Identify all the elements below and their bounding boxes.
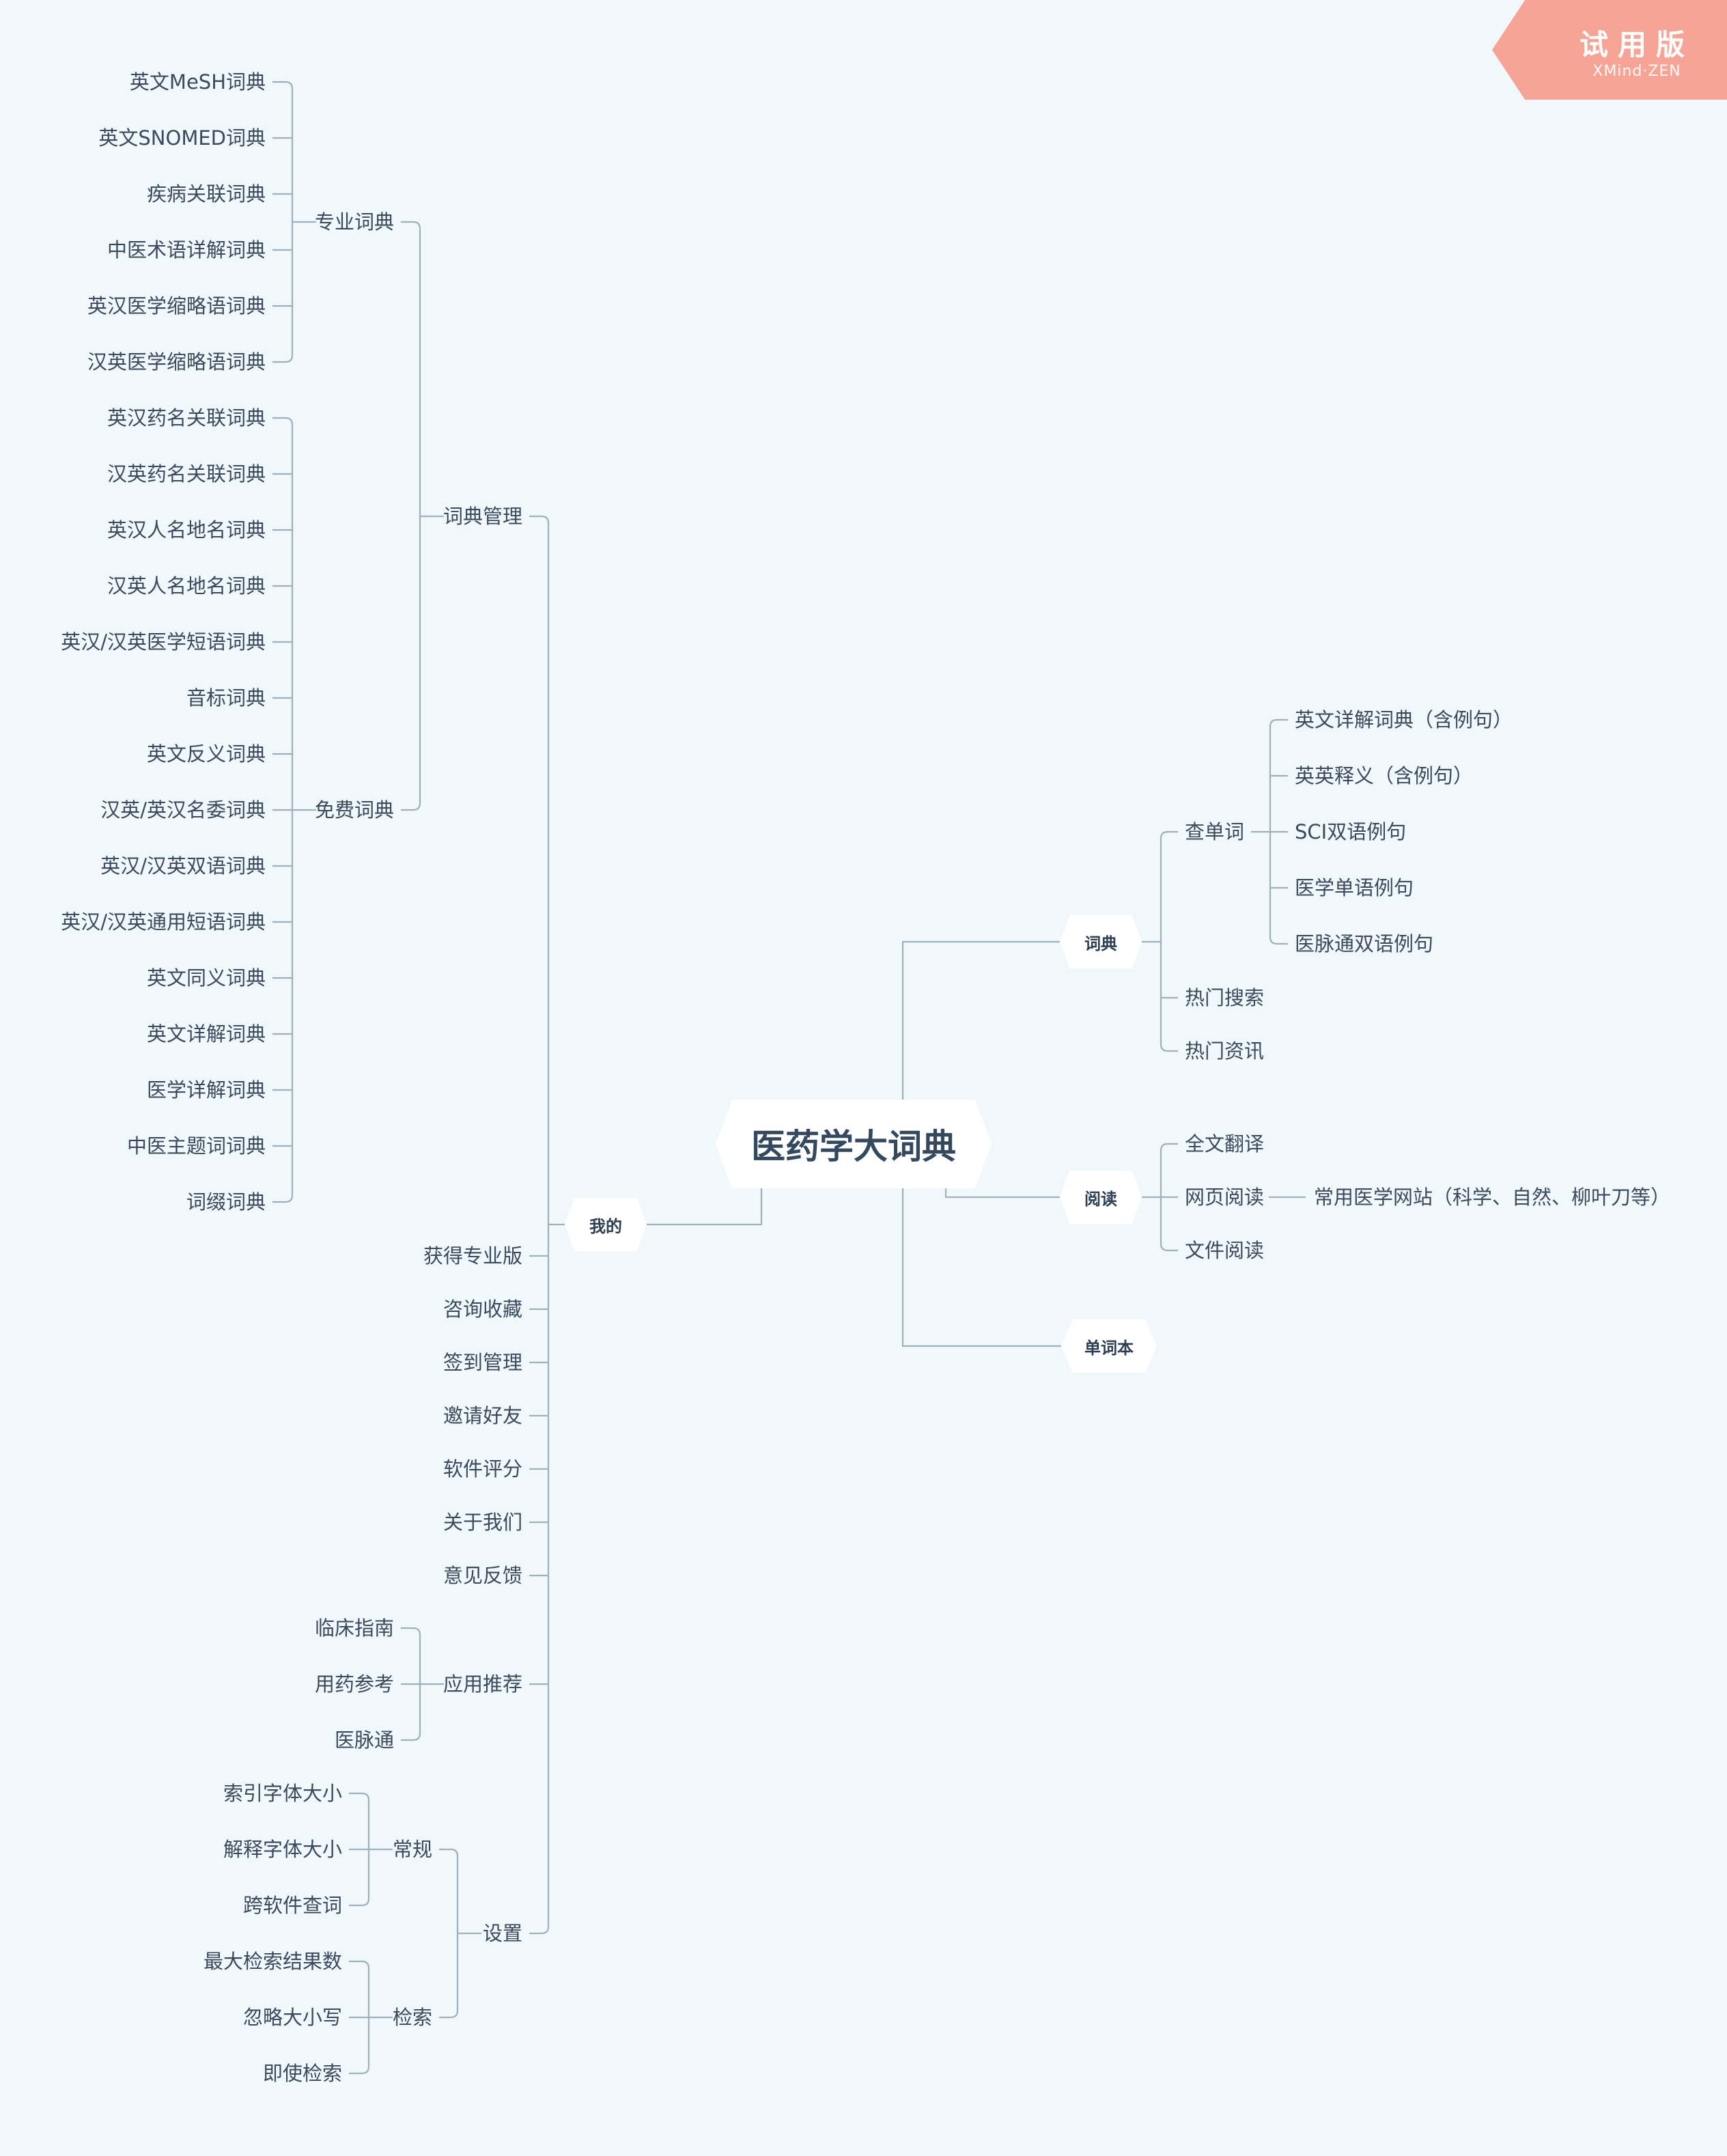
topic-feedback[interactable]: 意见反馈 — [443, 1564, 522, 1587]
topic-wordbook[interactable]: 单词本 — [1061, 1319, 1157, 1373]
free-dict-item[interactable]: 英文详解词典 — [146, 1022, 266, 1046]
watermark-subtitle: XMind·ZEN — [1592, 63, 1681, 80]
root-topic[interactable]: 医药学大词典 — [716, 1100, 992, 1188]
connector-line — [1160, 1143, 1178, 1151]
topic-lookup-item[interactable]: SCI双语例句 — [1295, 820, 1407, 843]
connector-line — [401, 221, 421, 229]
topic-mine[interactable]: 我的 — [565, 1198, 647, 1251]
topic-lookup-item[interactable]: 医脉通双语例句 — [1295, 932, 1434, 955]
connector-line — [401, 802, 421, 811]
topic-hot-search[interactable]: 热门搜索 — [1185, 986, 1265, 1009]
topic-web-read[interactable]: 网页阅读 — [1185, 1186, 1265, 1209]
free-dict-item[interactable]: 汉英人名地名词典 — [107, 574, 266, 598]
connector-line — [1160, 1044, 1178, 1052]
connector-line — [529, 515, 550, 524]
topic-apps[interactable]: 应用推荐 — [443, 1672, 522, 1696]
free-dict-item[interactable]: 中医主题词词典 — [126, 1134, 266, 1158]
free-dict-item[interactable]: 医学详解词典 — [146, 1078, 266, 1102]
topic-read[interactable]: 阅读 — [1060, 1171, 1142, 1224]
settings-item[interactable]: 解释字体大小 — [223, 1838, 342, 1861]
settings-item[interactable]: 忽略大小写 — [242, 2006, 342, 2029]
connector-line — [272, 354, 294, 363]
pro-dict-item[interactable]: 英汉医学缩略语词典 — [87, 294, 266, 318]
free-dict-item[interactable]: 英汉/汉英医学短语词典 — [61, 630, 266, 654]
connector-line — [349, 1792, 370, 1801]
topic-lookup[interactable]: 查单词 — [1185, 820, 1245, 843]
connector-line — [272, 81, 294, 89]
topic-full-translate[interactable]: 全文翻译 — [1185, 1132, 1265, 1156]
free-dict-item[interactable]: 英汉人名地名词典 — [107, 518, 266, 542]
topic-hot-news[interactable]: 热门资讯 — [1185, 1039, 1265, 1063]
topic-lookup-item[interactable]: 医学单语例句 — [1295, 876, 1414, 899]
connector-line — [901, 940, 1060, 1101]
connector-line — [1269, 718, 1288, 727]
topic-invite[interactable]: 邀请好友 — [443, 1404, 522, 1427]
topic-get-pro[interactable]: 获得专业版 — [423, 1244, 522, 1268]
settings-item[interactable]: 即使检索 — [262, 2062, 342, 2085]
pro-dict-item[interactable]: 英文SNOMED词典 — [98, 126, 266, 150]
connector-line — [1269, 936, 1288, 945]
connector-line — [647, 1185, 763, 1226]
topic-about[interactable]: 关于我们 — [443, 1511, 522, 1534]
topic-lookup-item[interactable]: 英文详解词典（含例句） — [1295, 708, 1513, 731]
free-dict-item[interactable]: 汉英/英汉名委词典 — [100, 798, 266, 822]
free-dict-item[interactable]: 英文反义词典 — [146, 742, 266, 766]
topic-settings-general[interactable]: 常规 — [392, 1838, 432, 1861]
watermark-title: 试用版 — [1579, 28, 1694, 61]
connector-line — [272, 1194, 294, 1203]
connector-line — [349, 1960, 370, 1969]
free-dict-item[interactable]: 词缀词典 — [186, 1190, 266, 1214]
pro-dict-item[interactable]: 英文MeSH词典 — [129, 70, 266, 94]
connector-line — [529, 1926, 550, 1935]
connector-line — [1160, 1243, 1178, 1252]
free-dict-item[interactable]: 英汉/汉英双语词典 — [100, 854, 266, 878]
connector-line — [944, 1185, 1060, 1199]
free-dict-item[interactable]: 音标词典 — [186, 686, 266, 710]
topic-favorites[interactable]: 咨询收藏 — [443, 1298, 522, 1321]
topic-dict[interactable]: 词典 — [1060, 915, 1142, 968]
topic-lookup-item[interactable]: 英英释义（含例句） — [1295, 764, 1474, 787]
pro-dict-item[interactable]: 汉英医学缩略语词典 — [87, 350, 266, 374]
topic-dict-manage[interactable]: 词典管理 — [443, 505, 522, 528]
settings-item[interactable]: 索引字体大小 — [223, 1782, 342, 1805]
connector-line — [272, 417, 294, 425]
connector-line — [901, 1188, 1061, 1347]
app-item[interactable]: 用药参考 — [314, 1672, 394, 1696]
topic-pro-dicts[interactable]: 专业词典 — [314, 210, 394, 234]
topic-file-read[interactable]: 文件阅读 — [1185, 1239, 1265, 1262]
topic-medical-websites[interactable]: 常用医学网站（科学、自然、柳叶刀等） — [1314, 1186, 1671, 1209]
settings-item[interactable]: 最大检索结果数 — [203, 1950, 342, 1973]
topic-checkin[interactable]: 签到管理 — [443, 1351, 522, 1374]
free-dict-item[interactable]: 英汉/汉英通用短语词典 — [61, 910, 266, 934]
topic-settings[interactable]: 设置 — [482, 1922, 522, 1945]
topic-free-dicts[interactable]: 免费词典 — [314, 798, 394, 822]
connector-line — [401, 1733, 421, 1741]
pro-dict-item[interactable]: 疾病关联词典 — [146, 182, 266, 206]
connector-line — [439, 1848, 459, 1857]
pro-dict-item[interactable]: 中医术语详解词典 — [107, 238, 266, 262]
trial-watermark: 试用版 XMind·ZEN — [1492, 0, 1727, 100]
connector-line — [349, 2066, 370, 2075]
connector-line — [349, 1898, 370, 1907]
free-dict-item[interactable]: 英汉药名关联词典 — [107, 406, 266, 430]
settings-item[interactable]: 跨软件查词 — [242, 1894, 342, 1917]
app-item[interactable]: 临床指南 — [314, 1616, 394, 1640]
connector-line — [439, 2010, 459, 2019]
connector-line — [401, 1627, 421, 1636]
free-dict-item[interactable]: 英文同义词典 — [146, 966, 266, 990]
connector-line — [1160, 830, 1178, 839]
app-item[interactable]: 医脉通 — [334, 1728, 394, 1752]
topic-settings-search[interactable]: 检索 — [392, 2006, 432, 2029]
topic-rate[interactable]: 软件评分 — [443, 1457, 522, 1481]
free-dict-item[interactable]: 汉英药名关联词典 — [107, 462, 266, 486]
